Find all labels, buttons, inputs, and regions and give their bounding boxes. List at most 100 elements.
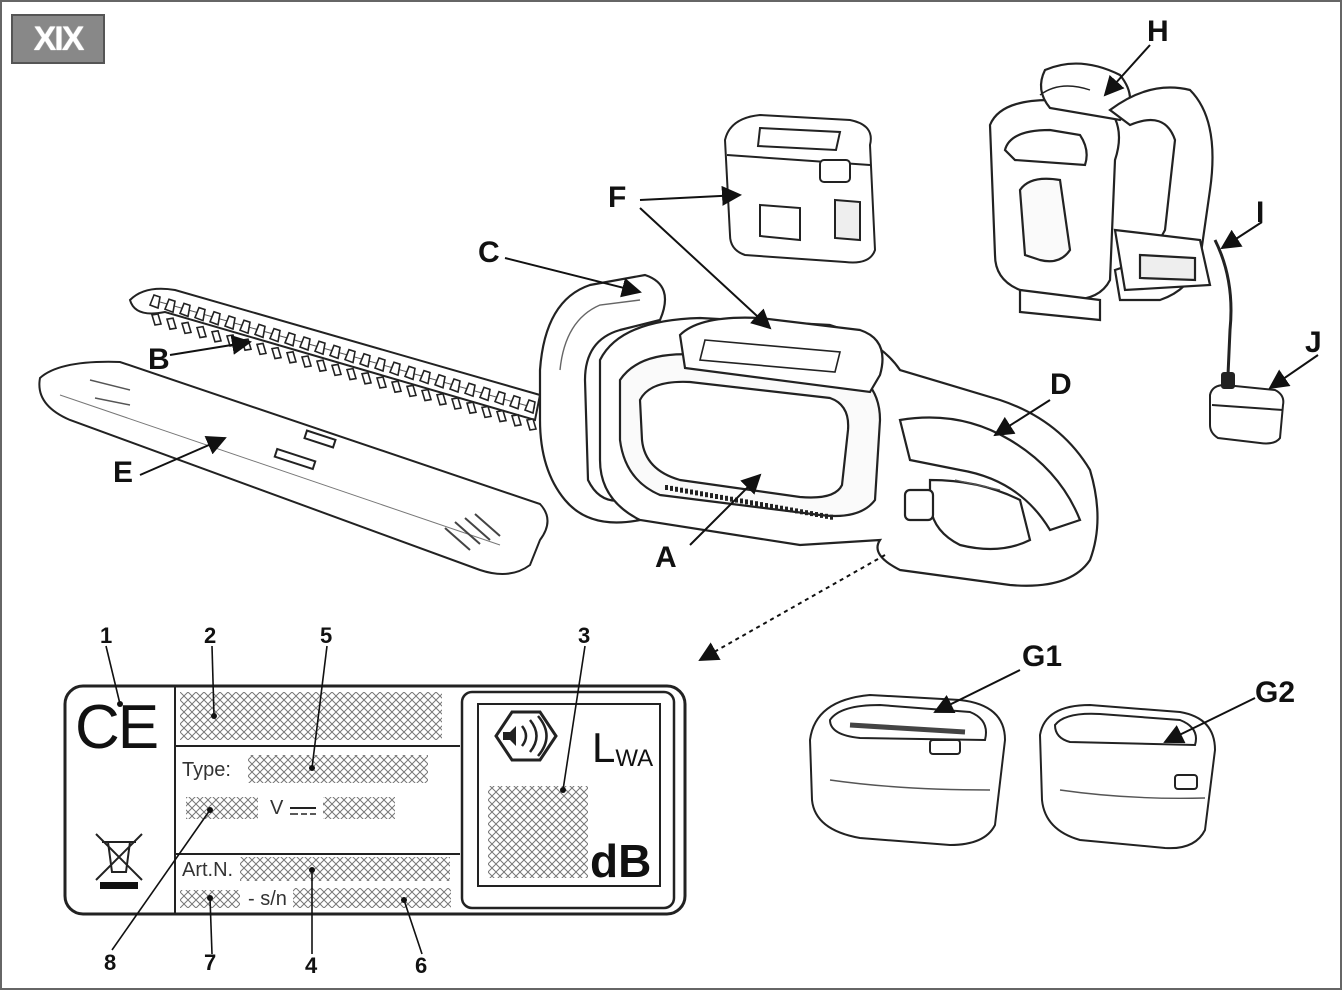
plate-number-8: 8 — [104, 950, 117, 975]
blade-tooth — [163, 298, 176, 314]
blade-tooth — [223, 315, 236, 331]
section-badge: XIX — [11, 14, 105, 64]
plate-number-1: 1 — [100, 623, 113, 648]
vent-slot — [805, 510, 808, 516]
vent-slot — [675, 486, 678, 492]
blade-tooth — [373, 357, 386, 373]
blade-tooth — [315, 359, 328, 373]
callout-F: F — [608, 181, 627, 214]
callout-G2: G2 — [1255, 676, 1296, 709]
blade-tooth — [390, 380, 403, 394]
ce-mark: CE — [75, 693, 159, 762]
vent-slot — [670, 485, 673, 491]
vent-slot — [820, 512, 823, 518]
vent-slot — [790, 507, 793, 513]
blade-tooth — [478, 386, 491, 402]
blade-tooth — [480, 405, 493, 419]
vent-slot — [720, 494, 723, 500]
vent-slot — [715, 494, 718, 499]
battery-pack — [723, 113, 877, 264]
blade-tooth — [523, 399, 536, 415]
vent-slot — [775, 504, 778, 510]
blade-tooth — [463, 382, 476, 398]
callout-C: C — [478, 236, 500, 269]
blade-tooth — [285, 350, 298, 364]
callout-G1: G1 — [1022, 640, 1063, 673]
blade-tooth — [255, 342, 268, 356]
blade-tooth — [268, 327, 281, 343]
vent-slot — [685, 488, 688, 494]
rating-plate — [63, 684, 687, 916]
callout-H: H — [1147, 15, 1169, 48]
blade-tooth — [283, 331, 296, 347]
charger-g1 — [808, 693, 1007, 847]
blade-tooth — [208, 310, 221, 326]
trimmer-body — [538, 273, 1099, 587]
sound-power-main: L — [592, 724, 616, 771]
blade-tooth — [150, 313, 163, 326]
callout-E: E — [113, 456, 134, 489]
backpack-battery — [988, 62, 1214, 322]
vent-slot — [810, 511, 813, 517]
blade-tooth — [405, 384, 418, 398]
plate-number-4: 4 — [305, 953, 318, 978]
blade-tooth — [300, 355, 313, 368]
leader-lines — [139, 44, 1319, 744]
vent-slot — [695, 490, 698, 496]
blade-tooth — [165, 317, 178, 331]
vent-slot — [760, 502, 763, 508]
vent-slot — [825, 513, 828, 519]
plate-leaders — [105, 645, 586, 955]
vent-slot — [830, 514, 833, 520]
article-number-label: Art.N. — [182, 859, 234, 881]
callout-B: B — [148, 343, 170, 376]
vent-slot — [665, 485, 668, 490]
decibel-label: dB — [590, 835, 652, 887]
blade-tooth — [493, 390, 506, 406]
vent-slot — [815, 512, 818, 517]
callout-I: I — [1256, 196, 1265, 229]
vent-slot — [770, 503, 773, 509]
vent-slot — [730, 496, 733, 502]
vent-slot — [800, 509, 803, 515]
charger-g2 — [1038, 703, 1217, 850]
blade-tooth — [508, 394, 521, 410]
blade-tooth — [180, 321, 193, 335]
serial-number-label: - s/n — [248, 888, 287, 910]
blade-tooth — [465, 401, 478, 415]
sound-power-label: LWA — [592, 727, 653, 776]
plate-number-7: 7 — [204, 950, 217, 975]
vent-slot — [745, 499, 748, 505]
plate-number-2: 2 — [204, 623, 217, 648]
blade-tooth — [525, 418, 538, 431]
plate-leader-dots — [117, 701, 566, 903]
blade-tooth — [418, 369, 431, 385]
blade-tooth — [495, 409, 508, 423]
power-cable — [1213, 239, 1233, 376]
blade-tooth — [510, 413, 523, 427]
sound-power-sub: WA — [615, 745, 654, 772]
vent-slot — [680, 487, 683, 493]
blade-tooth — [193, 306, 206, 322]
blade-cover — [38, 360, 549, 575]
blade-tooth — [450, 397, 463, 410]
plate-number-6: 6 — [415, 953, 428, 978]
blade-tooth — [328, 344, 341, 360]
blade-tooth — [360, 371, 373, 385]
blade-tooth — [343, 348, 356, 364]
plate-number-5: 5 — [320, 623, 333, 648]
vent-slot — [755, 501, 758, 507]
vent-slot — [765, 503, 768, 508]
blade-tooth — [298, 336, 311, 352]
blade-tooth — [270, 346, 283, 360]
vent-slot — [785, 506, 788, 512]
vent-grille — [665, 485, 833, 520]
vent-slot — [700, 491, 703, 497]
blade-tooth — [403, 365, 416, 381]
type-label: Type: — [182, 759, 231, 781]
blade-tooth — [178, 302, 191, 318]
vent-slot — [740, 498, 743, 504]
